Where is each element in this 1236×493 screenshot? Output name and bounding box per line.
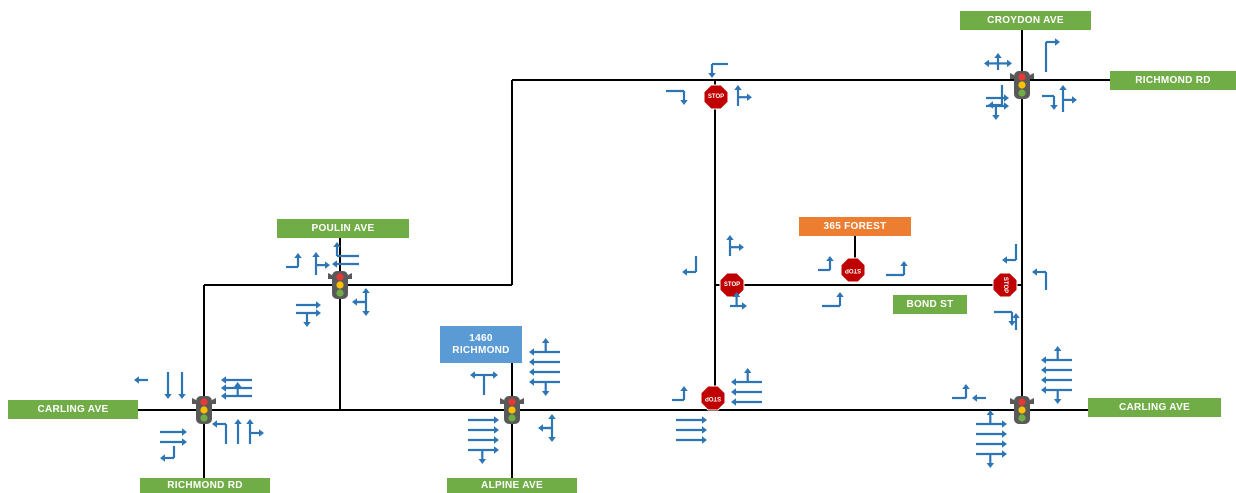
- lane-arrow-icon: [332, 260, 359, 268]
- bond-st-label: BOND ST: [893, 295, 967, 314]
- lane-arrows: [134, 38, 1077, 468]
- croydon-ave-label: CROYDON AVE: [960, 11, 1091, 30]
- lane-arrow-icon: [1041, 366, 1072, 374]
- lane-arrow-icon: [822, 292, 844, 308]
- stop-sign-icon: STOP: [719, 272, 745, 298]
- lane-arrow-icon: [676, 426, 707, 434]
- lane-arrow-icon: [333, 242, 359, 258]
- lane-arrow-icon: [731, 368, 762, 386]
- richmond-1460-label: 1460 RICHMOND: [440, 326, 522, 363]
- lane-arrow-icon: [1042, 94, 1058, 110]
- lane-arrow-icon: [1041, 376, 1072, 384]
- richmond-rd-bottom-label: RICHMOND RD: [140, 478, 270, 493]
- lane-arrow-icon: [221, 376, 252, 384]
- lane-arrow-icon: [178, 372, 186, 399]
- svg-text:STOP: STOP: [845, 267, 861, 273]
- lane-arrow-icon: [296, 301, 321, 309]
- lane-arrow-icon: [529, 358, 560, 366]
- lane-arrow-icon: [221, 384, 252, 392]
- lane-arrow-icon: [529, 338, 560, 356]
- lane-arrow-icon: [164, 372, 172, 399]
- lane-arrow-icon: [352, 288, 370, 316]
- lane-arrow-icon: [134, 376, 148, 384]
- lane-arrow-icon: [286, 253, 302, 269]
- lane-arrow-icon: [234, 419, 242, 444]
- lane-arrow-icon: [160, 438, 187, 446]
- svg-text:STOP: STOP: [1002, 277, 1008, 293]
- poulin-ave-label: POULIN AVE: [277, 219, 409, 238]
- lane-arrow-icon: [976, 410, 1007, 428]
- lane-arrow-icon: [160, 428, 187, 436]
- lane-arrow-icon: [676, 436, 707, 444]
- lane-arrow-icon: [246, 419, 264, 444]
- lane-arrow-icon: [468, 426, 499, 434]
- lane-arrow-icon: [212, 420, 228, 444]
- richmond-1460-line2: RICHMOND: [452, 344, 510, 356]
- lane-arrow-icon: [676, 416, 707, 424]
- lane-arrow-icon: [886, 261, 908, 277]
- lane-arrow-icon: [986, 102, 1009, 120]
- lane-arrow-icon: [468, 436, 499, 444]
- lane-arrow-icon: [666, 89, 688, 105]
- lane-arrow-icon: [731, 388, 762, 396]
- lane-arrow-icon: [1044, 38, 1060, 72]
- roads: [138, 28, 1110, 478]
- lane-arrow-icon: [468, 446, 499, 464]
- lane-arrow-icon: [672, 386, 688, 402]
- lane-arrow-icon: [296, 309, 321, 327]
- lane-arrow-icon: [1059, 85, 1077, 112]
- lane-arrow-icon: [682, 256, 698, 276]
- svg-text:STOP: STOP: [708, 94, 724, 100]
- lane-arrow-icon: [1041, 386, 1072, 404]
- richmond-1460-line1: 1460: [469, 332, 493, 344]
- richmond-rd-right-label: RICHMOND RD: [1110, 71, 1236, 90]
- lane-arrow-icon: [731, 398, 762, 406]
- lane-arrow-icon: [818, 256, 834, 272]
- stop-sign-icon: STOP: [700, 385, 726, 411]
- lane-arrow-icon: [1032, 268, 1048, 290]
- lane-arrow-icon: [994, 310, 1016, 326]
- stop-sign-icon: STOP: [840, 257, 866, 283]
- lane-arrow-icon: [529, 378, 560, 396]
- lane-arrow-icon: [470, 371, 498, 385]
- lane-arrow-icon: [468, 416, 499, 424]
- forest-365-label: 365 FOREST: [799, 217, 911, 236]
- lane-arrow-icon: [708, 62, 728, 78]
- traffic-signal-icon: [1010, 71, 1034, 99]
- lane-arrow-icon: [986, 94, 1009, 102]
- lane-arrow-icon: [1002, 244, 1018, 264]
- lane-arrow-icon: [538, 414, 556, 442]
- carling-ave-right-label: CARLING AVE: [1088, 398, 1221, 417]
- lane-arrow-icon: [726, 235, 744, 256]
- stop-sign-icon: STOP: [703, 84, 729, 110]
- lane-arrow-icon: [972, 394, 986, 402]
- carling-ave-left-label: CARLING AVE: [8, 400, 138, 419]
- lane-arrow-icon: [984, 53, 1012, 70]
- lane-arrow-icon: [734, 85, 752, 106]
- lane-arrow-icon: [529, 368, 560, 376]
- lane-arrow-icon: [160, 446, 176, 462]
- lane-arrow-icon: [1012, 313, 1020, 330]
- svg-text:STOP: STOP: [724, 282, 740, 288]
- lane-arrow-icon: [976, 430, 1007, 438]
- lane-arrow-icon: [730, 292, 747, 310]
- lane-arrow-icon: [221, 382, 252, 400]
- alpine-ave-label: ALPINE AVE: [447, 478, 577, 493]
- stop-sign-icon: STOP: [992, 272, 1018, 298]
- lane-arrow-icon: [1041, 346, 1072, 364]
- lane-arrow-icon: [976, 450, 1007, 468]
- lane-arrow-icon: [312, 252, 330, 275]
- lane-arrow-icon: [976, 440, 1007, 448]
- lane-arrow-icon: [952, 384, 970, 400]
- svg-text:STOP: STOP: [705, 395, 721, 401]
